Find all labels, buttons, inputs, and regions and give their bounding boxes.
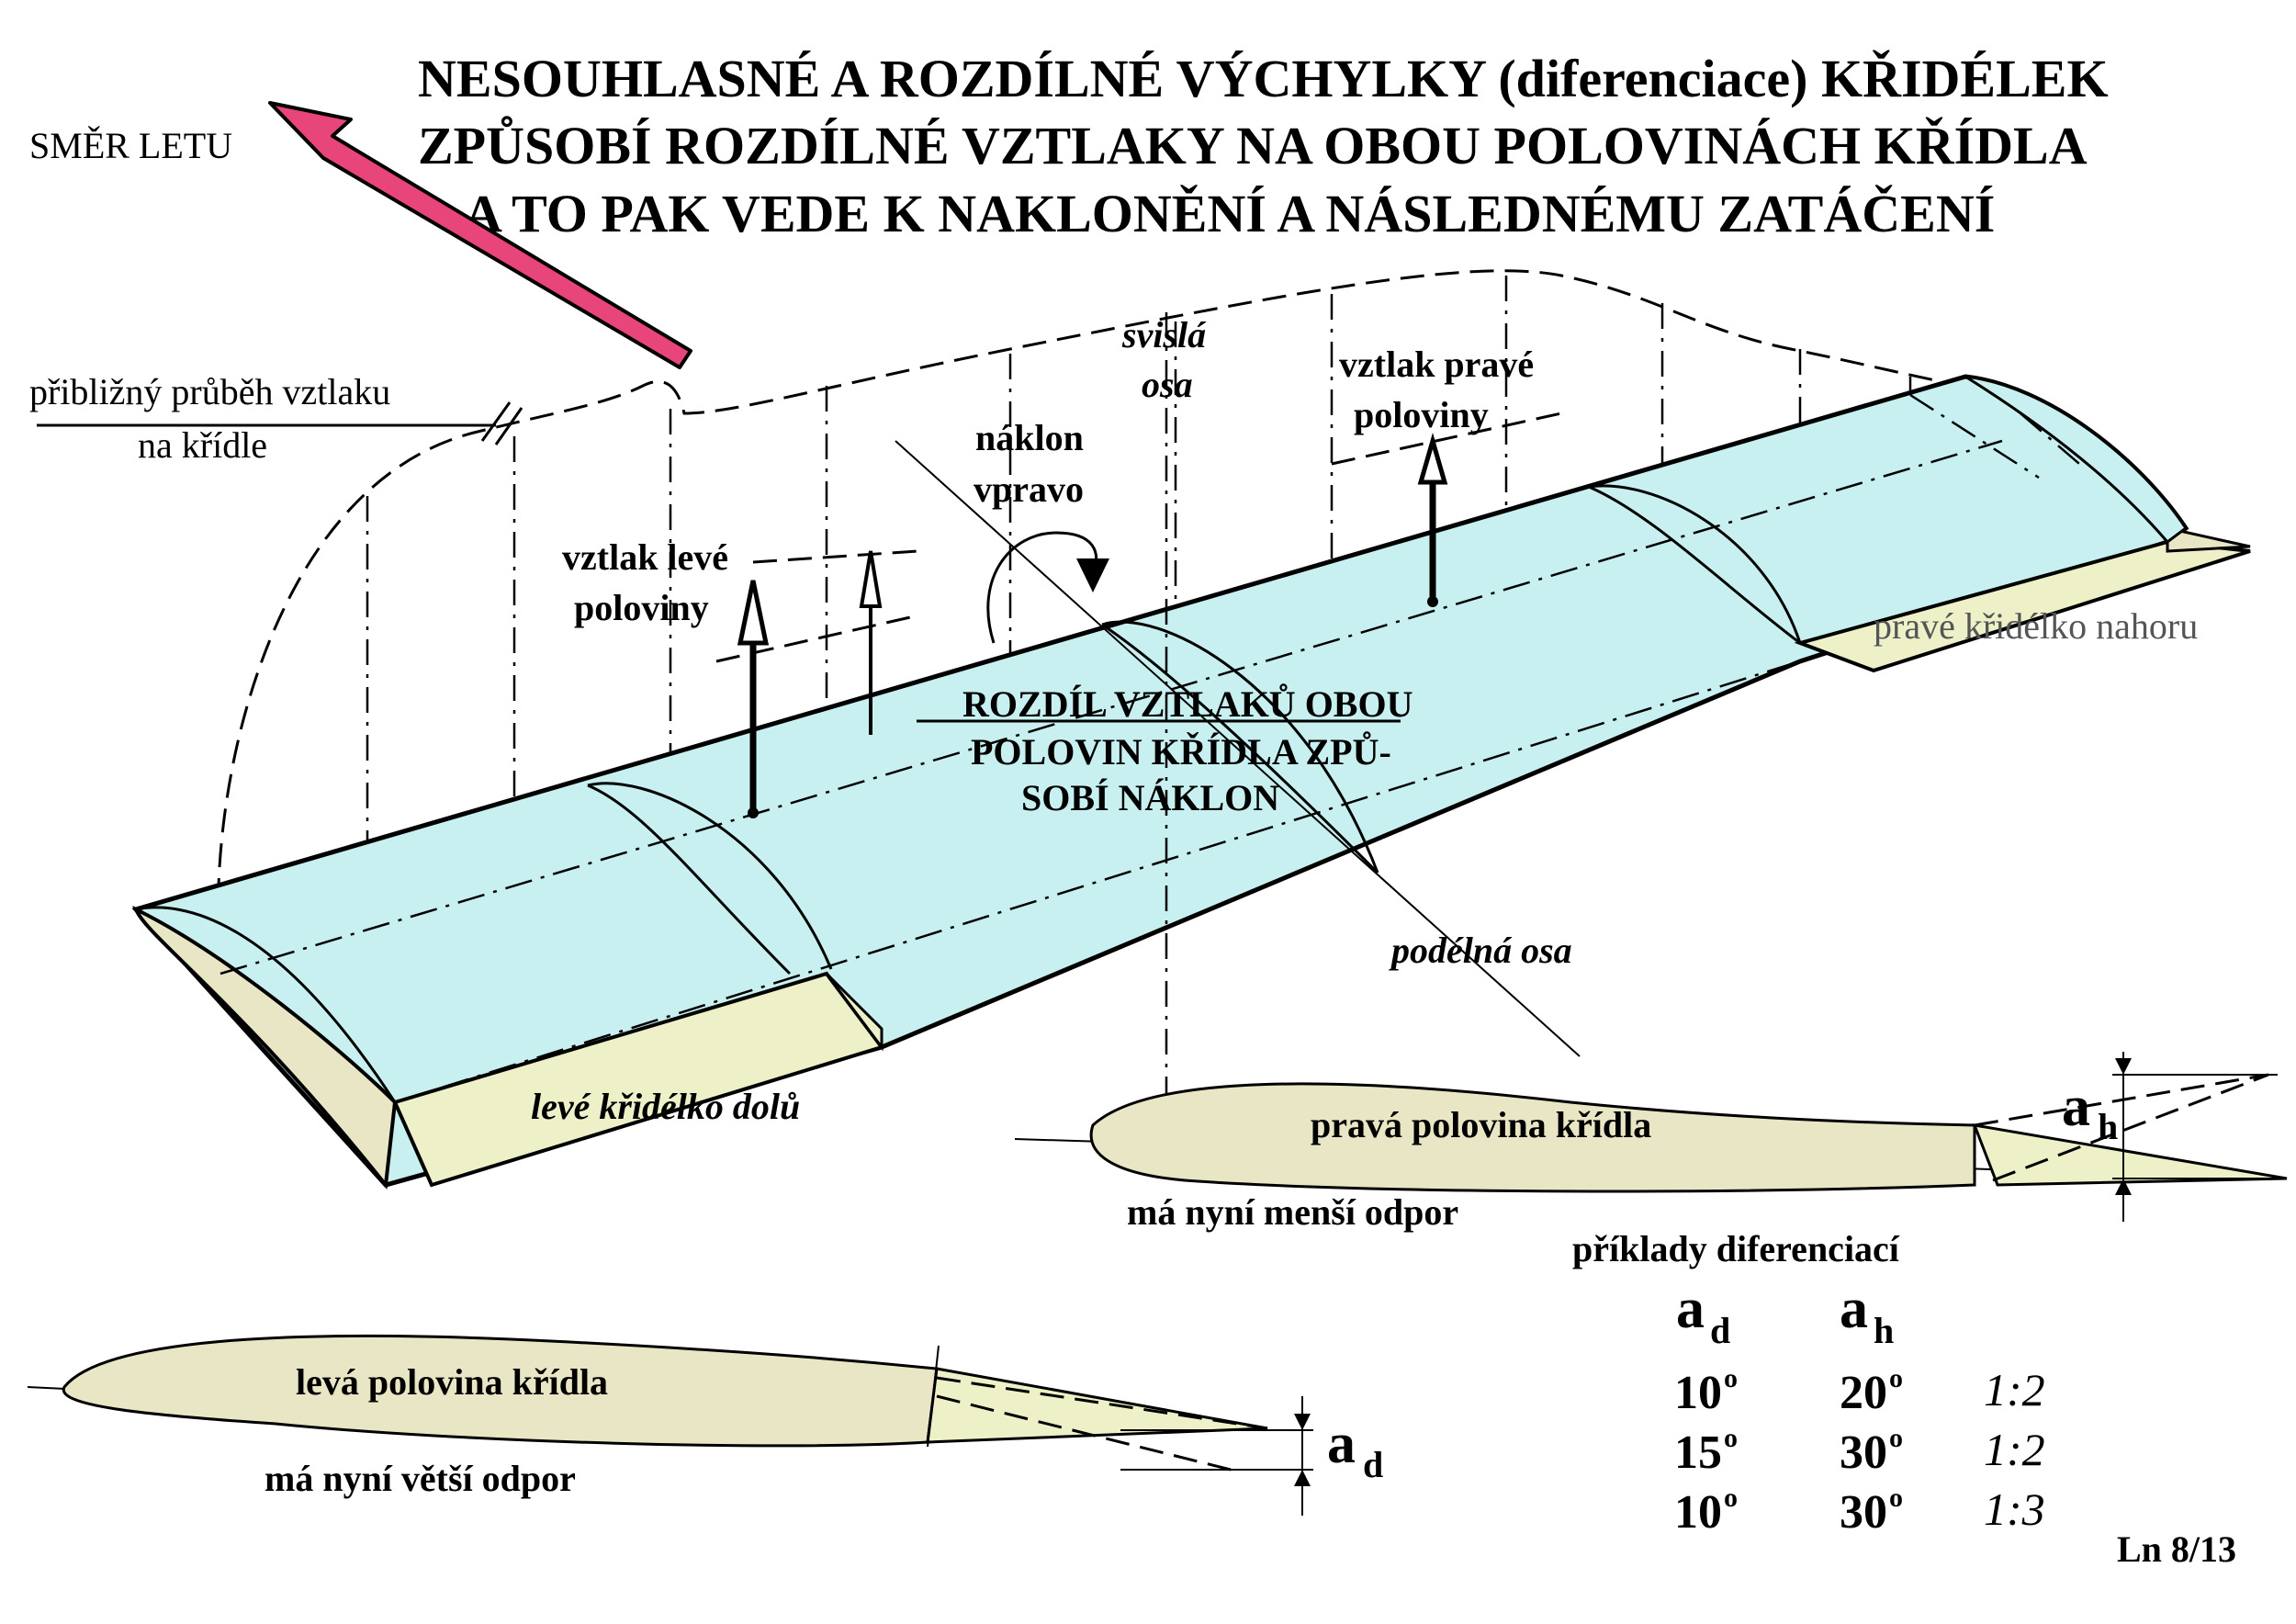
row-1-ratio: 1:2 — [1984, 1364, 2045, 1415]
lift-left-label-2: poloviny — [574, 587, 709, 628]
row-2-ah-degree: o — [1889, 1423, 1903, 1453]
title-line-3: A TO PAK VEDE K NAKLONĚNÍ A NÁSLEDNÉMU Z… — [464, 184, 1995, 243]
right-half-note: má nyní menší odpor — [1127, 1191, 1458, 1233]
lift-left-label-1: vztlak levé — [562, 536, 728, 578]
ah-sub: h — [2098, 1106, 2118, 1147]
vertical-axis-label-2: osa — [1142, 364, 1193, 405]
ad-symbol: a — [1327, 1413, 1356, 1475]
roll-right-arrow — [986, 531, 1109, 644]
lift-right-arrow — [1331, 412, 1562, 607]
left-half-title: levá polovina křídla — [296, 1361, 608, 1403]
flight-direction-arrow — [268, 101, 692, 369]
row-3-ad: 10 — [1674, 1486, 1722, 1539]
row-2-ad-degree: o — [1724, 1423, 1738, 1453]
right-aileron-label: pravé křidélko nahoru — [1874, 605, 2198, 647]
col-ad-header: a — [1676, 1278, 1705, 1340]
row-1-ad: 10 — [1674, 1367, 1722, 1419]
vertical-axis-label-1: svislá — [1121, 314, 1207, 355]
col-ah-header-sub: h — [1874, 1310, 1894, 1351]
longitudinal-axis-line — [895, 440, 1581, 1057]
col-ah-header: a — [1840, 1278, 1868, 1340]
page-reference: Ln 8/13 — [2117, 1528, 2236, 1570]
ad-sub: d — [1363, 1444, 1383, 1485]
ah-symbol: a — [2062, 1076, 2090, 1138]
lift-distribution-label-1: přibližný průběh vztlaku — [29, 371, 390, 412]
row-2-ah: 30 — [1840, 1427, 1887, 1479]
title-line-2: ZPŮSOBÍ ROZDÍLNÉ VZTLAKY NA OBOU POLOVIN… — [418, 116, 2088, 175]
row-2-ad: 15 — [1674, 1427, 1722, 1479]
row-3-ah-degree: o — [1889, 1483, 1903, 1513]
lift-difference-line-3: SOBÍ NÁKLON — [1021, 777, 1279, 818]
lift-distribution-label-2: na křídle — [138, 424, 267, 466]
lift-left-arrow — [715, 549, 919, 818]
table-row: 15 o 30 o 1:2 — [1674, 1423, 2045, 1479]
longitudinal-axis-label: podélná osa — [1389, 930, 1572, 971]
left-aileron-label: levé křidélko dolů — [531, 1086, 800, 1127]
roll-right-label-1: náklon — [975, 417, 1084, 458]
title-line-1: NESOUHLASNÉ A ROZDÍLNÉ VÝCHYLKY (diferen… — [418, 49, 2109, 108]
col-ad-header-sub: d — [1710, 1310, 1730, 1351]
diagram-title: NESOUHLASNÉ A ROZDÍLNÉ VÝCHYLKY (diferen… — [418, 49, 2109, 243]
right-half-title: pravá polovina křídla — [1311, 1104, 1651, 1145]
table-row: 10 o 20 o 1:2 — [1674, 1363, 2045, 1419]
left-tip-airfoil — [132, 905, 398, 1190]
left-half-profile — [27, 1334, 1313, 1516]
row-3-ad-degree: o — [1724, 1483, 1738, 1513]
row-3-ah: 30 — [1840, 1486, 1887, 1539]
roll-right-label-2: vpravo — [974, 468, 1084, 510]
right-aileron-up — [1794, 539, 2251, 673]
lift-difference-line-2: POLOVIN KŘÍDLA ZPŮ- — [971, 730, 1391, 773]
lift-difference-line-1: ROZDÍL VZTLAKŮ OBOU — [962, 682, 1413, 725]
flight-direction-label: SMĚR LETU — [29, 125, 232, 166]
right-half-profile — [1014, 1052, 2288, 1222]
lift-right-label-1: vztlak pravé — [1339, 344, 1534, 385]
lift-difference-label: ROZDÍL VZTLAKŮ OBOU POLOVIN KŘÍDLA ZPŮ- … — [917, 682, 1413, 818]
lift-right-label-2: poloviny — [1354, 394, 1489, 435]
examples-table: příklady diferenciací a d a h 10 o 20 o … — [1572, 1228, 2045, 1539]
lift-distribution-label: přibližný průběh vztlaku na křídle — [29, 371, 496, 466]
row-1-ad-degree: o — [1724, 1363, 1738, 1393]
table-row: 10 o 30 o 1:3 — [1674, 1483, 2045, 1539]
row-1-ah: 20 — [1840, 1367, 1887, 1419]
examples-heading: příklady diferenciací — [1572, 1228, 1900, 1269]
wing-3d — [131, 374, 2251, 1190]
row-1-ah-degree: o — [1889, 1363, 1903, 1393]
left-half-note: má nyní větší odpor — [264, 1458, 576, 1499]
row-2-ratio: 1:2 — [1984, 1424, 2045, 1475]
row-3-ratio: 1:3 — [1984, 1483, 2045, 1535]
